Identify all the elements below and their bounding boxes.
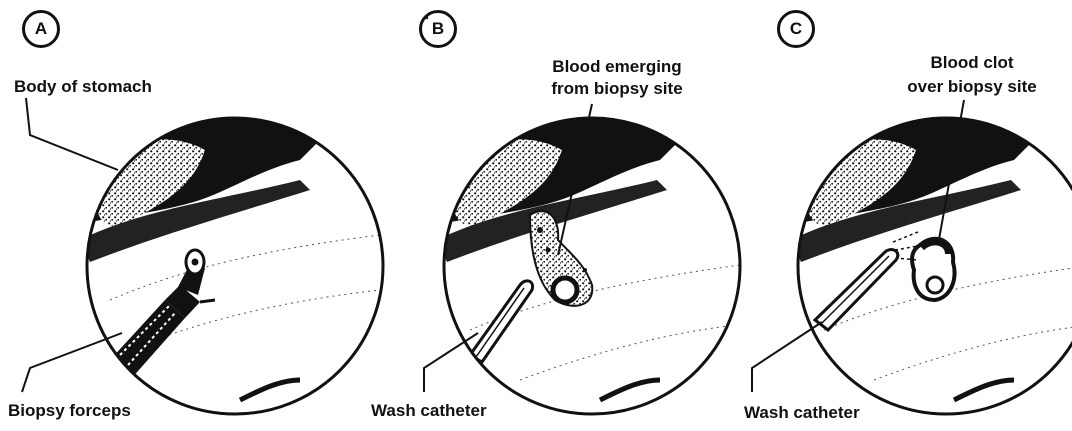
panel-b-catheter-leader	[424, 333, 478, 392]
panel-b-catheter-label: Wash catheter	[371, 400, 487, 422]
panel-a-letter: A	[22, 10, 60, 48]
panel-a-forceps-drawing	[110, 250, 215, 380]
panel-a-stomach-label: Body of stomach	[14, 76, 152, 98]
panel-c-catheter-leader	[752, 322, 822, 392]
panel-c-letter: C	[777, 10, 815, 48]
panel-c-catheter-drawing	[815, 250, 898, 330]
panel-c-catheter-label: Wash catheter	[744, 402, 860, 424]
panel-a-scope-view	[22, 98, 383, 414]
panel-b-blood-emerging	[530, 211, 592, 306]
panel-c-scope-view	[752, 100, 1072, 414]
panel-b-blood-label-line1: Blood emerging	[532, 56, 702, 78]
panel-c-clot-label-line1: Blood clot	[887, 52, 1057, 74]
panel-b-blood-label-line2: from biopsy site	[532, 78, 702, 100]
panel-c-clot-label-line2: over biopsy site	[887, 76, 1057, 98]
panel-a-forceps-label: Biopsy forceps	[8, 400, 131, 422]
panel-b-letter: B	[419, 10, 457, 48]
panel-a-stomach-leader	[26, 98, 118, 170]
panel-c-blood-clot	[912, 239, 954, 300]
panel-b-catheter-drawing	[470, 281, 533, 362]
